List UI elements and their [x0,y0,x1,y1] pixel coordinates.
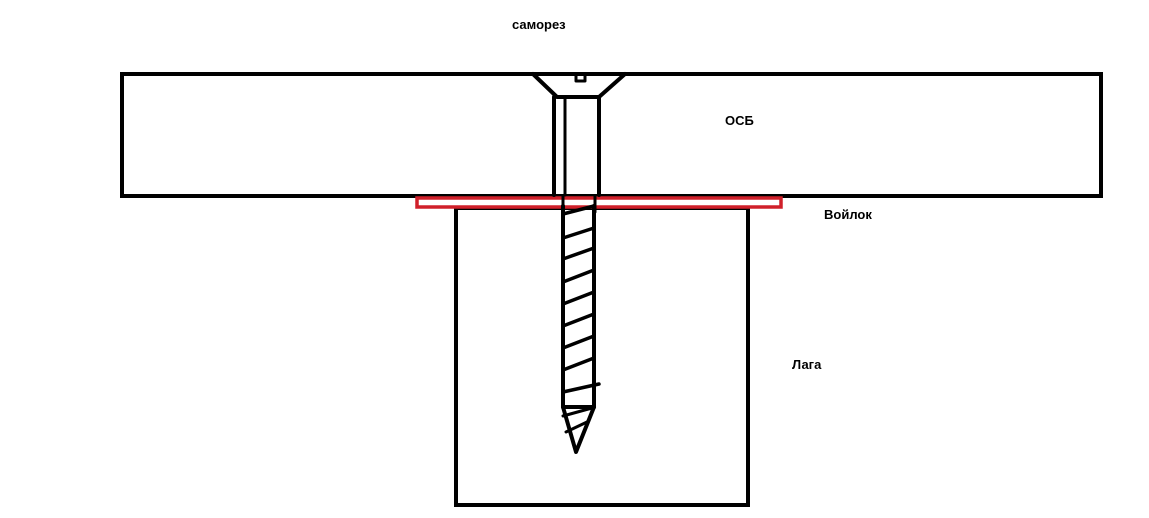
label-osb: ОСБ [725,113,754,128]
screw-head [531,72,627,99]
screw-slot [574,72,587,83]
label-joist: Лага [792,357,822,372]
label-felt: Войлок [824,207,872,222]
felt-layer [415,196,783,209]
joist [454,206,750,507]
screw-thread-lines [561,204,601,394]
screw [531,72,627,454]
label-screw: саморез [512,17,566,32]
osb-board [120,72,1103,198]
